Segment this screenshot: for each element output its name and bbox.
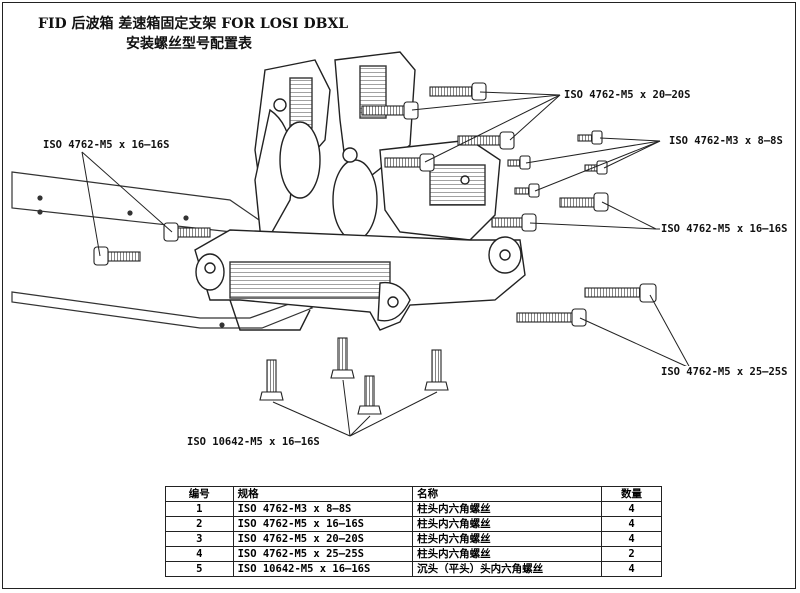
row-no: 1 xyxy=(165,501,234,517)
row-spec: ISO 4762-M5 x 25—25S xyxy=(232,546,414,562)
row-spec: ISO 4762-M3 x 8—8S xyxy=(232,501,414,517)
header-no: 编号 xyxy=(165,486,234,502)
row-no: 5 xyxy=(165,561,234,577)
bracket-body xyxy=(254,51,501,253)
table-row: 2 ISO 4762-M5 x 16—16S 柱头内六角螺丝 4 xyxy=(165,516,662,532)
table-header-row: 编号 规格 名称 数量 xyxy=(165,486,662,502)
row-name: 柱头内六角螺丝 xyxy=(412,501,603,517)
callout-m5x25: ISO 4762-M5 x 25—25S xyxy=(660,366,789,378)
socket-screws xyxy=(93,82,657,327)
callout-m5x16-countersunk: ISO 10642-M5 x 16—16S xyxy=(186,436,321,448)
leader-lines xyxy=(81,91,691,437)
row-qty: 4 xyxy=(601,516,662,532)
row-spec: ISO 10642-M5 x 16—16S xyxy=(232,561,414,577)
row-no: 3 xyxy=(165,531,234,547)
row-qty: 4 xyxy=(601,561,662,577)
row-qty: 4 xyxy=(601,501,662,517)
callout-m5x20: ISO 4762-M5 x 20—20S xyxy=(563,89,692,101)
row-no: 2 xyxy=(165,516,234,532)
callout-m5x16-right: ISO 4762-M5 x 16—16S xyxy=(660,223,789,235)
row-no: 4 xyxy=(165,546,234,562)
row-qty: 2 xyxy=(601,546,662,562)
header-spec: 规格 xyxy=(232,486,414,502)
row-spec: ISO 4762-M5 x 20—20S xyxy=(232,531,414,547)
header-name: 名称 xyxy=(412,486,603,502)
callout-m5x16-left: ISO 4762-M5 x 16—16S xyxy=(42,139,171,151)
table-row: 4 ISO 4762-M5 x 25—25S 柱头内六角螺丝 2 xyxy=(165,546,662,562)
header-qty: 数量 xyxy=(601,486,662,502)
table-row: 3 ISO 4762-M5 x 20—20S 柱头内六角螺丝 4 xyxy=(165,531,662,547)
lower-carrier xyxy=(194,229,526,331)
table-row: 1 ISO 4762-M3 x 8—8S 柱头内六角螺丝 4 xyxy=(165,501,662,517)
page-subtitle: 安装螺丝型号配置表 xyxy=(126,36,252,52)
countersunk-screws xyxy=(259,337,449,415)
page-title: FID 后波箱 差速箱固定支架 FOR LOSI DBXL xyxy=(38,16,349,32)
row-name: 柱头内六角螺丝 xyxy=(412,531,603,547)
table-row: 5 ISO 10642-M5 x 16—16S 沉头（平头）头内六角螺丝 4 xyxy=(165,561,662,577)
row-name: 柱头内六角螺丝 xyxy=(412,516,603,532)
row-name: 柱头内六角螺丝 xyxy=(412,546,603,562)
row-spec: ISO 4762-M5 x 16—16S xyxy=(232,516,414,532)
callout-m3x8: ISO 4762-M3 x 8—8S xyxy=(668,135,784,147)
row-name: 沉头（平头）头内六角螺丝 xyxy=(412,561,603,577)
screw-spec-table: 编号 规格 名称 数量 1 ISO 4762-M3 x 8—8S 柱头内六角螺丝… xyxy=(165,486,662,577)
row-qty: 4 xyxy=(601,531,662,547)
